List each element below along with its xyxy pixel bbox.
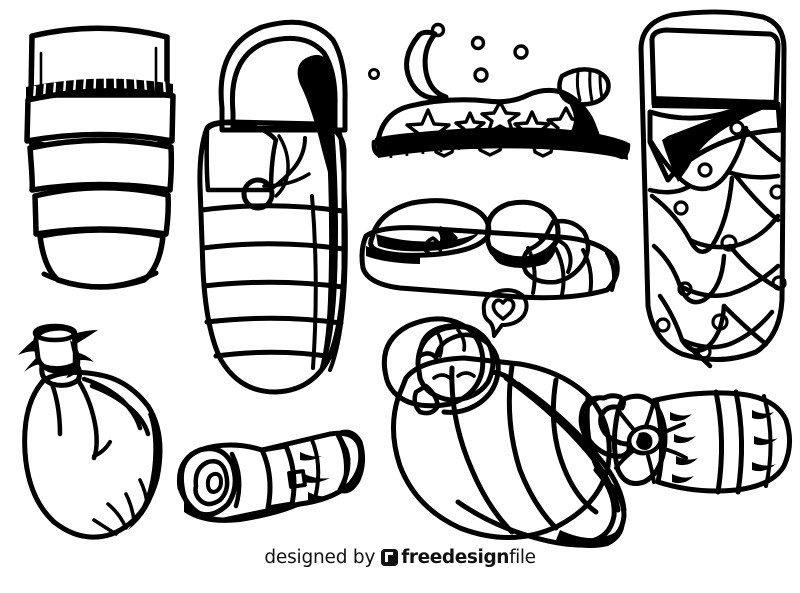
mummy-sleeping-bag-hood bbox=[197, 19, 348, 395]
star-dot bbox=[470, 35, 486, 51]
brand-design: design bbox=[441, 546, 510, 568]
starry-duvet-sleeper bbox=[371, 67, 631, 160]
brand-free: free bbox=[401, 546, 442, 568]
ribbed-sleeping-bag bbox=[24, 25, 176, 290]
stars-group bbox=[368, 22, 529, 83]
buckle-icon bbox=[287, 469, 307, 489]
roll-wrinkles bbox=[670, 410, 778, 484]
duvet-stars bbox=[405, 100, 586, 158]
brand-file: file bbox=[509, 546, 536, 568]
rolled-sleeping-bag-compressed bbox=[578, 389, 792, 495]
star-dot bbox=[473, 67, 489, 83]
quilted-sleeping-bag bbox=[638, 9, 787, 369]
heart-thought-bubble bbox=[481, 288, 529, 338]
heart-icon bbox=[491, 297, 516, 321]
freedesignfile-logo-mark bbox=[381, 548, 399, 566]
drawstring-stuff-sack bbox=[18, 323, 163, 540]
star-dot bbox=[368, 68, 380, 80]
star-dot bbox=[430, 22, 446, 38]
freedesignfile-brand[interactable]: freedesignfile bbox=[381, 546, 536, 568]
bedroll-pillow-mat bbox=[359, 198, 620, 301]
quilt-knots bbox=[655, 120, 787, 360]
credit-line: designed by freedesignfile bbox=[0, 543, 800, 571]
rolled-bedroll-strap bbox=[176, 429, 366, 523]
designed-by-label: designed by bbox=[264, 546, 376, 568]
brand-text: freedesignfile bbox=[401, 546, 536, 568]
quilt-stitching bbox=[647, 125, 783, 369]
star-dot bbox=[513, 44, 529, 60]
